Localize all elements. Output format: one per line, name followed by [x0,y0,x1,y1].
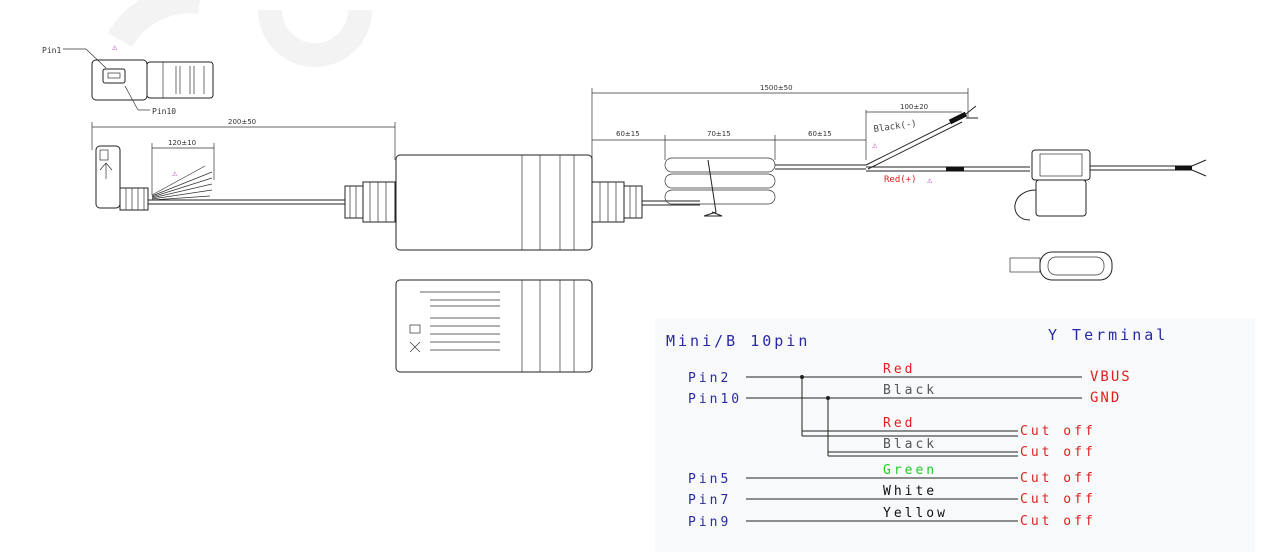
schematic-background [655,318,1255,552]
warning-icon: ⚠ [112,43,118,53]
dim-strip-left: 120±10 [168,139,196,147]
dim-seg1: 60±15 [616,130,640,138]
schematic-left-header: Mini/B 10pin [666,332,810,350]
mini-usb-connector-detail: Pin1 ⚠ Pin10 [42,43,214,116]
watermark [258,9,372,67]
module-label-view [395,279,593,373]
wire-destination: Cut off [1020,492,1096,507]
wire-color-label: White [883,484,937,499]
wire-destination: GND [1090,390,1121,406]
dim-seg2: 70±15 [707,130,731,138]
pin-label: Pin9 [688,515,731,530]
wire-color-label: Yellow [883,506,948,521]
callout-pin10: Pin10 [152,107,176,116]
dim-overall-right: 1500±50 [760,84,793,92]
lead-black-label: Black(-) [873,119,917,135]
pin-label: Pin7 [688,493,731,508]
warning-icon: ⚠ [872,141,878,151]
wire-color-label: Black [883,437,937,452]
wire-destination: Cut off [1020,514,1096,529]
wire-color-label: Black [883,383,937,398]
dim-branch: 100±20 [900,103,928,111]
wire-destination: Cut off [1020,471,1096,486]
lead-red-label: Red(+) [884,175,917,185]
dim-overall-left: 200±50 [228,118,256,126]
usb-plug-left: ⚠ [95,145,345,211]
schematic-right-header: Y Terminal [1048,326,1168,344]
dim-seg3: 60±15 [808,130,832,138]
wire-color-label: Green [883,463,937,478]
pin-label: Pin2 [688,371,731,386]
pin-label: Pin5 [688,472,731,487]
wire-color-label: Red [883,416,915,431]
wire-destination: VBUS [1090,369,1132,385]
warning-icon: ⚠ [927,176,933,186]
dimension-lines: 200±50 120±10 1500±50 60±15 70±15 60±15 … [91,84,969,195]
wire-destination: Cut off [1020,424,1096,439]
watermark [107,0,200,48]
converter-module [344,154,643,251]
callout-pin1: Pin1 [42,46,61,55]
pin-label: Pin10 [688,392,742,407]
wire-destination: Cut off [1020,445,1096,460]
warning-icon: ⚠ [172,169,178,179]
wire-color-label: Red [883,362,915,377]
